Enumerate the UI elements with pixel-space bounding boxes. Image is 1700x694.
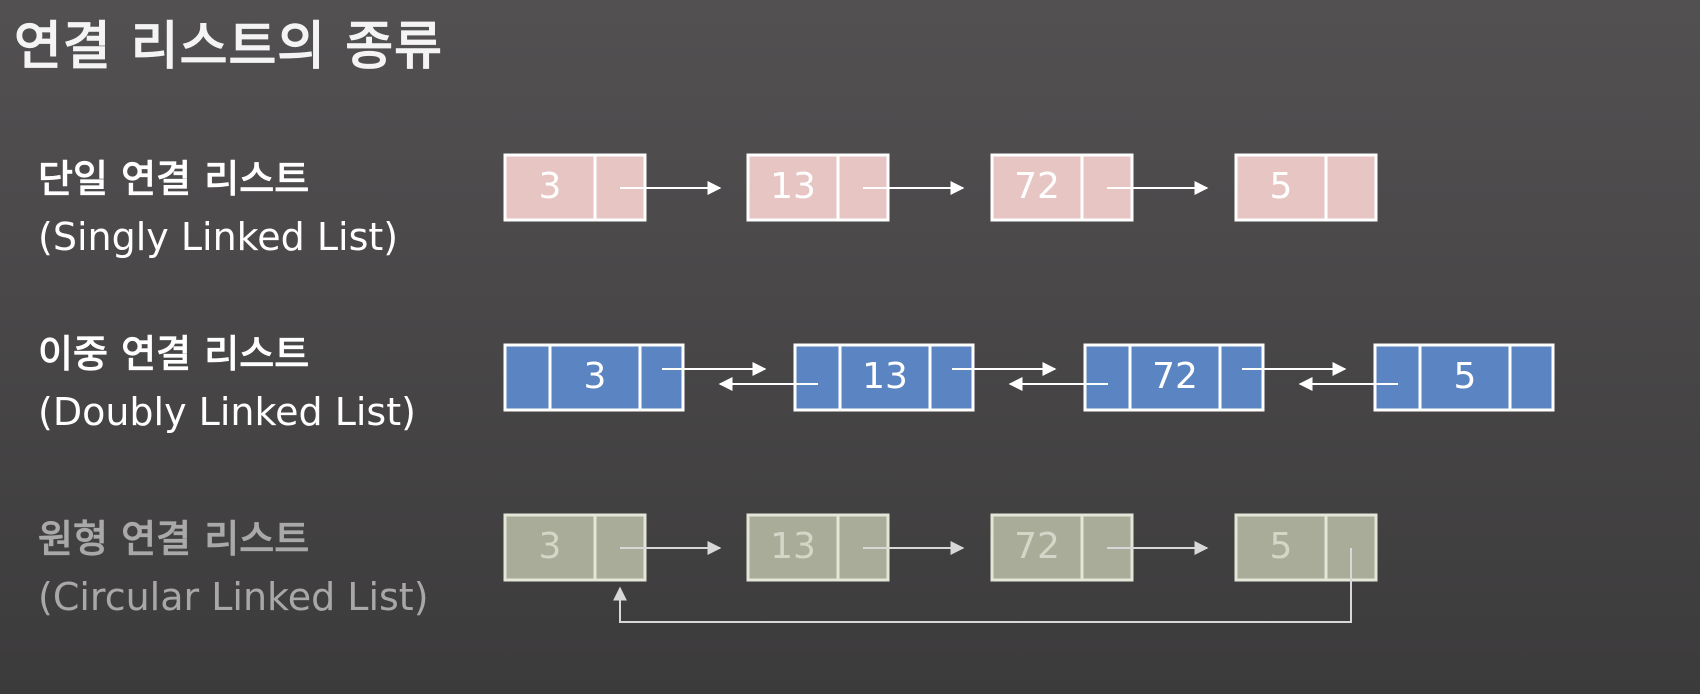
doubly-node: 5	[1373, 343, 1555, 412]
doubly-node: 72	[1083, 343, 1265, 412]
circular-label-ko: 원형 연결 리스트	[38, 517, 310, 561]
singly-label-en: (Singly Linked List)	[38, 215, 399, 259]
singly-node-value: 72	[1014, 166, 1060, 207]
circular-return-arrow	[613, 548, 1352, 623]
singly-node: 5	[1234, 153, 1378, 222]
circular-node-value: 3	[539, 526, 562, 567]
circular-label-en: (Circular Linked List)	[38, 575, 429, 619]
singly-node-value: 13	[770, 166, 816, 207]
doubly-node-value: 72	[1152, 356, 1198, 397]
doubly-node-box	[1083, 343, 1265, 412]
doubly-node-value: 3	[584, 356, 607, 397]
doubly-node-value: 5	[1454, 356, 1477, 397]
doubly-node-box	[1373, 343, 1555, 412]
circular-list: 3 13 72 5	[503, 513, 1378, 623]
doubly-label: 이중 연결 리스트 (Doubly Linked List)	[38, 325, 416, 441]
circular-label: 원형 연결 리스트 (Circular Linked List)	[38, 510, 429, 626]
circular-node: 5	[1234, 513, 1378, 582]
circular-node: 13	[746, 513, 890, 582]
doubly-node-value: 13	[862, 356, 908, 397]
singly-node-box	[1234, 153, 1378, 222]
doubly-list: 3 13 72 5	[503, 343, 1555, 412]
circular-node-value: 72	[1014, 526, 1060, 567]
singly-label: 단일 연결 리스트 (Singly Linked List)	[38, 150, 398, 266]
page-title: 연결 리스트의 종류	[14, 17, 443, 77]
circular-node-value: 5	[1270, 526, 1293, 567]
doubly-node-box	[503, 343, 685, 412]
circular-node-value: 13	[770, 526, 816, 567]
doubly-label-en: (Doubly Linked List)	[38, 390, 416, 434]
singly-node-value: 5	[1270, 166, 1293, 207]
doubly-node: 3	[503, 343, 685, 412]
doubly-node: 13	[793, 343, 975, 412]
singly-label-ko: 단일 연결 리스트	[38, 157, 310, 201]
doubly-label-ko: 이중 연결 리스트	[38, 332, 310, 376]
singly-node-value: 3	[539, 166, 562, 207]
singly-list: 3 13 72 5	[503, 153, 1378, 222]
doubly-node-box	[793, 343, 975, 412]
circular-node-box	[1234, 513, 1378, 582]
